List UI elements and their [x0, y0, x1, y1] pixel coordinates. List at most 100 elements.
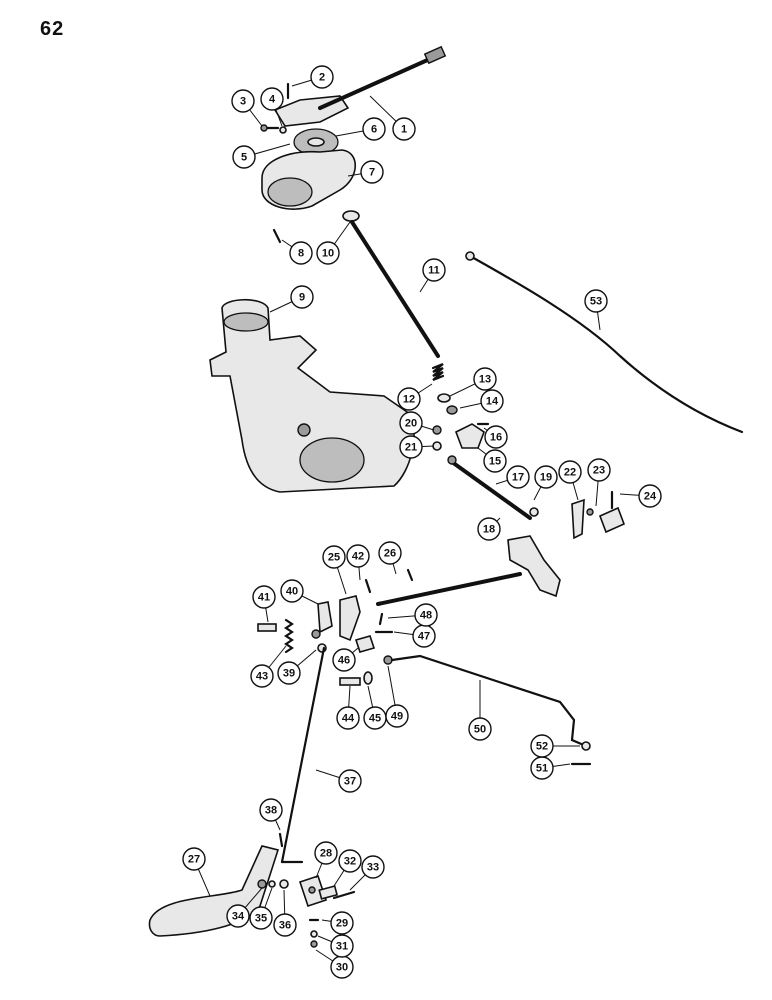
callout-46: 46: [332, 647, 359, 672]
callout-circle: [259, 798, 283, 822]
callout-14: 14: [459, 389, 504, 413]
callout-35: 35: [249, 887, 273, 930]
callout-25: 25: [322, 545, 347, 595]
callout-circle: [336, 706, 360, 730]
callout-circle: [361, 855, 385, 879]
callout-label: 16: [490, 432, 502, 444]
callout-label: 5: [241, 152, 247, 164]
callout-label: 43: [256, 671, 268, 683]
callout-label: 50: [474, 724, 486, 736]
callout-label: 4: [269, 94, 276, 106]
callout-label: 48: [420, 610, 432, 622]
callout-37: 37: [315, 769, 362, 793]
callout-label: 34: [232, 911, 245, 923]
page-number: 62: [40, 18, 65, 40]
callout-circle: [558, 460, 582, 484]
callout-circle: [231, 89, 255, 113]
callout-48: 48: [387, 603, 438, 627]
callout-39: 39: [277, 649, 317, 685]
bolt-33: [332, 890, 356, 900]
callout-27: 27: [182, 847, 211, 897]
callout-label: 31: [336, 941, 348, 953]
callout-label: 15: [489, 456, 501, 468]
steering-housing: [209, 298, 415, 493]
callout-circle: [289, 241, 313, 265]
callout-label: 2: [319, 72, 325, 84]
callout-circle: [310, 65, 334, 89]
callout-circle: [338, 849, 362, 873]
callout-29: 29: [321, 911, 354, 935]
callout-label: 30: [336, 962, 348, 974]
pedal-pin-32: [318, 885, 339, 900]
callout-circle: [280, 579, 304, 603]
screw: [272, 228, 282, 244]
callout-circle: [232, 145, 256, 169]
callout-45: 45: [363, 685, 387, 730]
callout-circle: [322, 545, 346, 569]
callout-circle: [360, 160, 384, 184]
callout-circle: [182, 847, 206, 871]
callout-11: 11: [419, 258, 446, 293]
callout-label: 20: [405, 418, 417, 430]
callout-12: 12: [397, 383, 433, 411]
callout-9: 9: [269, 285, 314, 313]
callout-label: 28: [320, 848, 332, 860]
callout-13: 13: [449, 367, 497, 397]
callout-label: 11: [428, 265, 440, 277]
callout-circle: [534, 465, 558, 489]
callout-49: 49: [385, 665, 409, 728]
callout-53: 53: [584, 289, 608, 331]
callout-26: 26: [378, 541, 402, 575]
callout-5: 5: [232, 143, 291, 169]
bolt-41: [257, 623, 277, 632]
callout-32: 32: [333, 849, 362, 887]
callout-circle: [530, 734, 554, 758]
callout-7: 7: [347, 160, 384, 184]
callout-label: 49: [391, 711, 403, 723]
callout-circle: [277, 661, 301, 685]
callout-circle: [378, 541, 402, 565]
callout-circle: [587, 458, 611, 482]
callout-52: 52: [530, 734, 580, 758]
cable: [465, 251, 744, 434]
callout-label: 29: [336, 918, 348, 930]
pedal-bracket: [298, 874, 328, 908]
callout-circle: [314, 841, 338, 865]
washer-45: [363, 671, 373, 685]
callout-label: 3: [240, 96, 246, 108]
callout-label: 51: [536, 763, 548, 775]
callout-label: 18: [483, 524, 495, 536]
callout-17: 17: [495, 465, 530, 489]
callout-circle: [273, 913, 297, 937]
bolt: [260, 124, 280, 132]
callout-8: 8: [281, 239, 313, 265]
callout-label: 44: [342, 713, 355, 725]
callout-label: 35: [255, 913, 267, 925]
callout-44: 44: [336, 685, 360, 730]
callout-circle: [338, 769, 362, 793]
washer: [342, 210, 360, 222]
callout-circle: [250, 664, 274, 688]
callout-label: 21: [405, 442, 417, 454]
callout-circle: [385, 704, 409, 728]
shift-lever: [273, 45, 447, 127]
callout-2: 2: [291, 65, 334, 89]
callout-label: 32: [344, 856, 356, 868]
callout-circle: [480, 389, 504, 413]
callout-label: 13: [479, 374, 491, 386]
callout-label: 8: [298, 248, 304, 260]
callout-circle: [506, 465, 530, 489]
callout-label: 9: [299, 292, 305, 304]
callout-41: 41: [252, 585, 276, 623]
callout-label: 12: [403, 394, 415, 406]
callout-22: 22: [558, 460, 582, 501]
callout-circle: [330, 934, 354, 958]
callout-label: 42: [352, 551, 364, 563]
callout-18: 18: [477, 517, 501, 541]
spring-43: [284, 618, 294, 654]
plate-disc: [293, 128, 339, 156]
callout-label: 36: [279, 920, 291, 932]
callout-42: 42: [346, 544, 370, 581]
